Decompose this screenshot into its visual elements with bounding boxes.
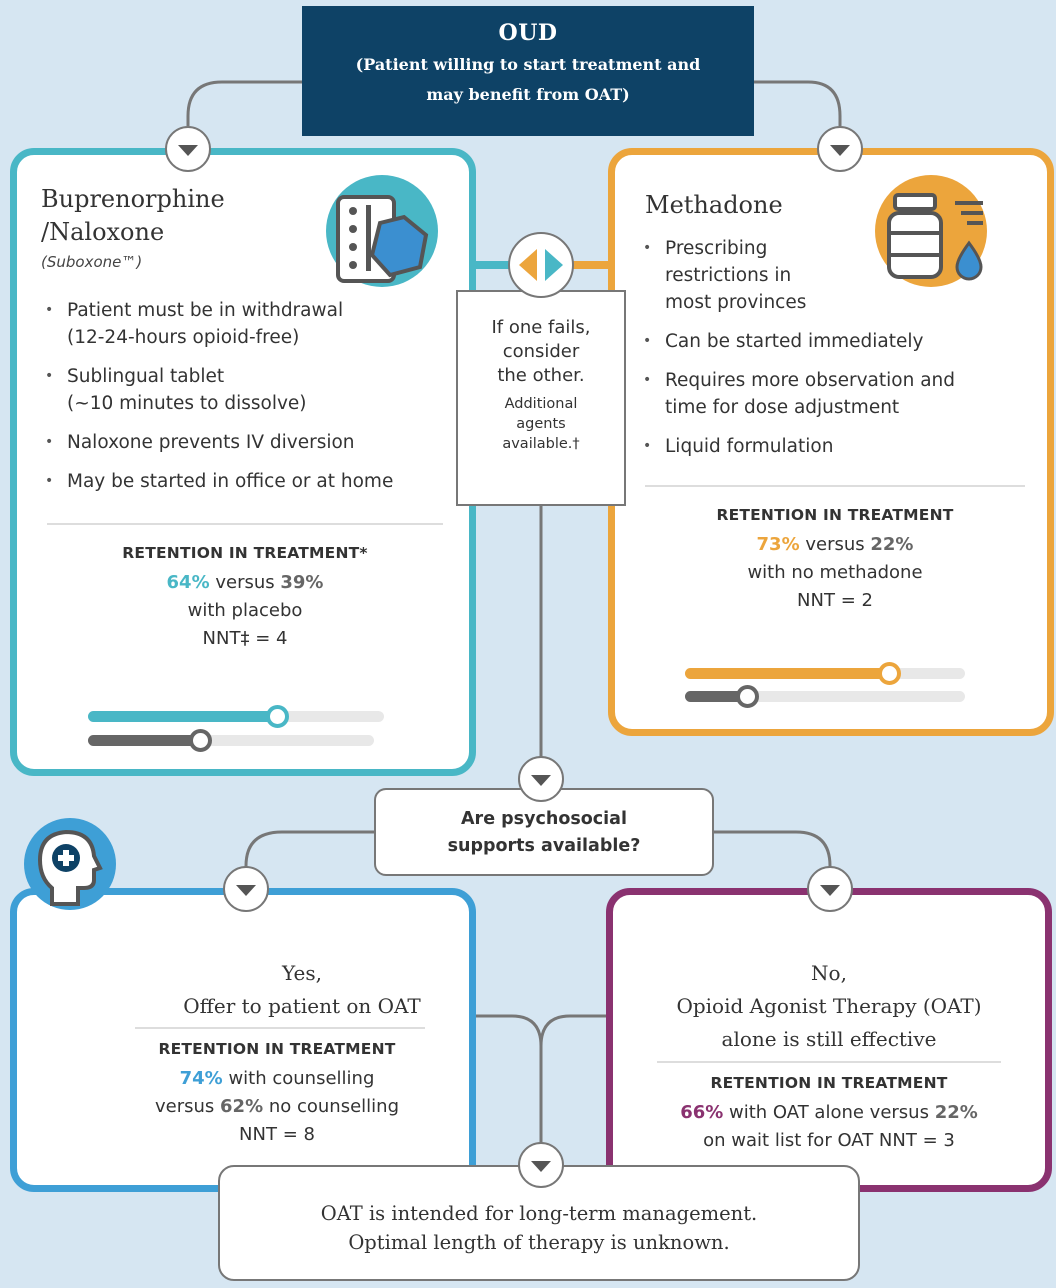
chevron-down-icon	[518, 756, 564, 802]
note-line: If one fails,	[491, 317, 591, 338]
no-title-line1: No,	[811, 961, 847, 985]
oud-title: OUD	[498, 20, 558, 46]
chevron-down-icon	[807, 866, 853, 912]
chevron-down-icon	[817, 126, 863, 172]
retention-comparison-label: with no methadone	[747, 562, 923, 583]
retention-heading: RETENTION IN TREATMENT	[716, 506, 954, 524]
divider	[657, 1061, 1001, 1063]
divider	[645, 485, 1025, 487]
oud-subtitle-line1: (Patient willing to start treatment and	[355, 55, 701, 74]
retention-comparison-label: with placebo	[187, 600, 303, 621]
comparison-retention-bar	[685, 685, 965, 708]
yes-box: Yes, Offer to patient on OAT RETENTION I…	[10, 888, 476, 1192]
bup-title: Buprenorphine /Naloxone	[41, 183, 225, 249]
pill-blister-pack-icon	[326, 175, 438, 287]
yes-title: Yes, Offer to patient on OAT	[137, 957, 467, 1023]
retention-pct-treatment: 64%	[166, 572, 210, 593]
chevron-down-icon	[165, 126, 211, 172]
head-medical-cross-icon	[24, 818, 116, 910]
divider	[47, 523, 443, 525]
divider	[135, 1027, 425, 1029]
note-line: consider	[502, 341, 580, 362]
conclusion-line2: Optimal length of therapy is unknown.	[348, 1231, 730, 1254]
question-line1: Are psychosocial	[461, 809, 627, 829]
question-line2: supports available?	[447, 836, 641, 856]
switch-arrows-icon	[508, 232, 574, 298]
retention-pct-comparison: 22%	[934, 1102, 978, 1123]
no-title-line2: Opioid Agonist Therapy (OAT)	[676, 994, 982, 1018]
no-title-line3: alone is still effective	[721, 1027, 937, 1051]
no-retention: RETENTION IN TREATMENT 66% with OAT alon…	[623, 1069, 1035, 1155]
yes-title-line2: Offer to patient on OAT	[183, 994, 421, 1018]
note-small-line: agents	[516, 416, 566, 432]
list-item: Sublingual tablet(~10 minutes to dissolv…	[41, 363, 461, 417]
treatment-retention-bar	[685, 662, 965, 685]
alternate-agent-note: If one fails, consider the other. Additi…	[456, 290, 626, 506]
list-item: May be started in office or at home	[41, 468, 461, 495]
buprenorphine-box: Buprenorphine /Naloxone (Suboxone™) Pati…	[10, 148, 476, 776]
retention-nnt: NNT = 8	[239, 1124, 315, 1145]
note-small-line: available.†	[502, 436, 580, 452]
bup-retention: RETENTION IN TREATMENT* 64% versus 39% w…	[47, 539, 443, 653]
oud-subtitle-line2: may benefit from OAT)	[426, 85, 630, 104]
bup-bullet-list: Patient must be in withdrawal(12-24-hour…	[41, 297, 461, 507]
retention-heading: RETENTION IN TREATMENT	[710, 1074, 948, 1092]
retention-pct-comparison: 62%	[220, 1096, 264, 1117]
retention-heading: RETENTION IN TREATMENT*	[122, 544, 368, 562]
comparison-retention-bar	[88, 729, 374, 752]
treatment-retention-bar	[88, 705, 384, 728]
list-item: Naloxone prevents IV diversion	[41, 429, 461, 456]
met-title: Methadone	[645, 191, 783, 219]
note-small-line: Additional	[504, 396, 578, 412]
conclusion-line1: OAT is intended for long-term management…	[320, 1202, 758, 1225]
yes-title-line1: Yes,	[282, 961, 322, 985]
retention-pct-comparison: 22%	[870, 534, 914, 555]
no-box: No, Opioid Agonist Therapy (OAT) alone i…	[606, 888, 1052, 1192]
retention-pct-comparison: 39%	[280, 572, 324, 593]
retention-heading: RETENTION IN TREATMENT	[158, 1040, 396, 1058]
bup-title-line2: /Naloxone	[41, 218, 165, 246]
retention-comparison-label: on wait list for OAT NNT = 3	[703, 1130, 955, 1151]
chevron-down-icon	[223, 866, 269, 912]
yes-retention: RETENTION IN TREATMENT 74% with counsell…	[77, 1035, 477, 1149]
met-retention: RETENTION IN TREATMENT 73% versus 22% wi…	[645, 501, 1025, 615]
retention-pct-treatment: 74%	[179, 1068, 223, 1089]
bup-title-line1: Buprenorphine	[41, 185, 225, 213]
list-item: Can be started immediately	[639, 328, 1039, 355]
bup-brand: (Suboxone™)	[41, 253, 143, 271]
list-item: Liquid formulation	[639, 433, 1039, 460]
retention-pct-treatment: 73%	[756, 534, 800, 555]
no-title: No, Opioid Agonist Therapy (OAT) alone i…	[623, 957, 1035, 1056]
chevron-down-icon	[518, 1142, 564, 1188]
retention-nnt: NNT = 2	[797, 590, 873, 611]
list-item: Patient must be in withdrawal(12-24-hour…	[41, 297, 461, 351]
retention-nnt: NNT‡ = 4	[202, 628, 288, 649]
oud-header: OUD (Patient willing to start treatment …	[302, 6, 754, 136]
note-line: the other.	[497, 365, 585, 386]
retention-pct-treatment: 66%	[680, 1102, 724, 1123]
